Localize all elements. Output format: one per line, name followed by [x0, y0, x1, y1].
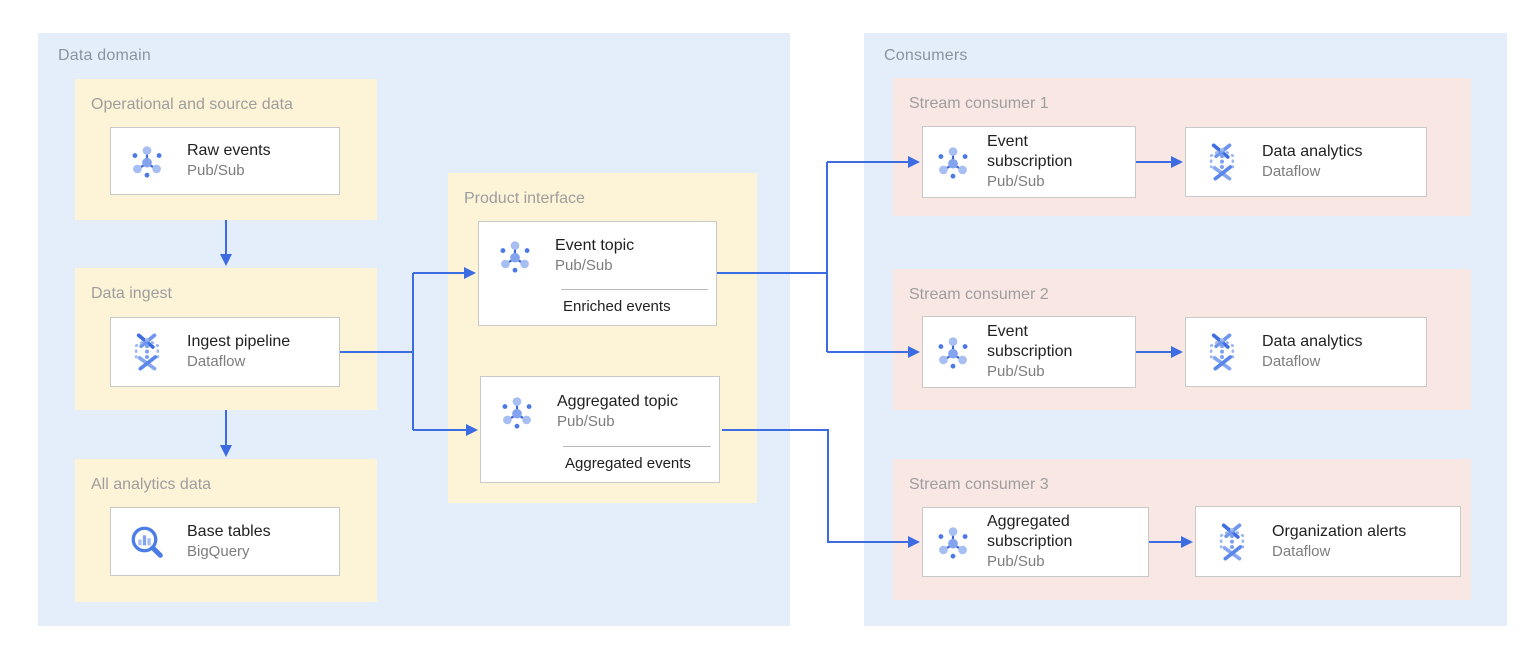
base-tables-card: Base tables BigQuery [110, 507, 340, 576]
pubsub-icon [933, 142, 973, 182]
pubsub-icon [497, 392, 537, 432]
card-product: Pub/Sub [557, 412, 615, 430]
bigquery-icon [127, 522, 167, 562]
dataflow-icon [1202, 332, 1242, 372]
pubsub-icon [933, 332, 973, 372]
card-title: Event subscription [987, 323, 1073, 360]
card-title: Raw events [187, 142, 271, 159]
pubsub-icon [127, 141, 167, 181]
event-topic-card: Event topic Pub/Sub Enriched events [478, 221, 717, 326]
data-domain-label: Data domain [58, 47, 151, 64]
card-product: Pub/Sub [987, 363, 1045, 380]
card-title: Aggregated subscription [987, 513, 1073, 550]
topic-footer-label: Aggregated events [565, 455, 691, 472]
card-title: Ingest pipeline [187, 333, 291, 350]
group-label: Stream consumer 3 [909, 476, 1049, 493]
group-label: Stream consumer 1 [909, 95, 1049, 112]
card-title: Data analytics [1262, 333, 1363, 350]
group-label: Product interface [464, 190, 585, 207]
card-title: Organization alerts [1272, 522, 1407, 540]
card-product: Pub/Sub [987, 173, 1045, 190]
event-subscription-card-1: Event subscription Pub/Sub [922, 126, 1136, 198]
group-label: Operational and source data [91, 96, 293, 113]
group-label: Stream consumer 2 [909, 286, 1049, 303]
consumers-label: Consumers [884, 47, 968, 64]
pubsub-icon [933, 522, 973, 562]
data-analytics-card-2: Data analytics Dataflow [1185, 317, 1427, 387]
raw-events-card: Raw events Pub/Sub [110, 127, 340, 195]
dataflow-icon [127, 332, 167, 372]
group-label: All analytics data [91, 476, 212, 493]
card-product: Pub/Sub [555, 256, 613, 274]
card-title: Base tables [187, 522, 271, 540]
card-product: Dataflow [1262, 353, 1321, 370]
pubsub-icon [495, 236, 535, 276]
organization-alerts-card: Organization alerts Dataflow [1195, 506, 1461, 577]
card-product: Dataflow [1262, 163, 1321, 180]
card-title: Event topic [555, 236, 635, 254]
aggregated-topic-card: Aggregated topic Pub/Sub Aggregated even… [480, 376, 720, 483]
aggregated-subscription-card: Aggregated subscription Pub/Sub [922, 507, 1149, 577]
card-product: BigQuery [187, 542, 250, 560]
card-product: Pub/Sub [987, 553, 1045, 570]
dataflow-icon [1212, 522, 1252, 562]
data-analytics-card-1: Data analytics Dataflow [1185, 127, 1427, 197]
divider [563, 446, 711, 447]
card-product: Dataflow [1272, 542, 1331, 560]
card-title: Aggregated topic [557, 392, 678, 410]
card-title: Data analytics [1262, 143, 1363, 160]
divider [561, 289, 708, 290]
dataflow-icon [1202, 142, 1242, 182]
card-product: Dataflow [187, 353, 246, 370]
event-subscription-card-2: Event subscription Pub/Sub [922, 316, 1136, 388]
card-title: Event subscription [987, 133, 1073, 170]
topic-footer-label: Enriched events [563, 298, 671, 315]
group-label: Data ingest [91, 285, 172, 302]
card-product: Pub/Sub [187, 162, 245, 179]
ingest-pipeline-card: Ingest pipeline Dataflow [110, 317, 340, 387]
